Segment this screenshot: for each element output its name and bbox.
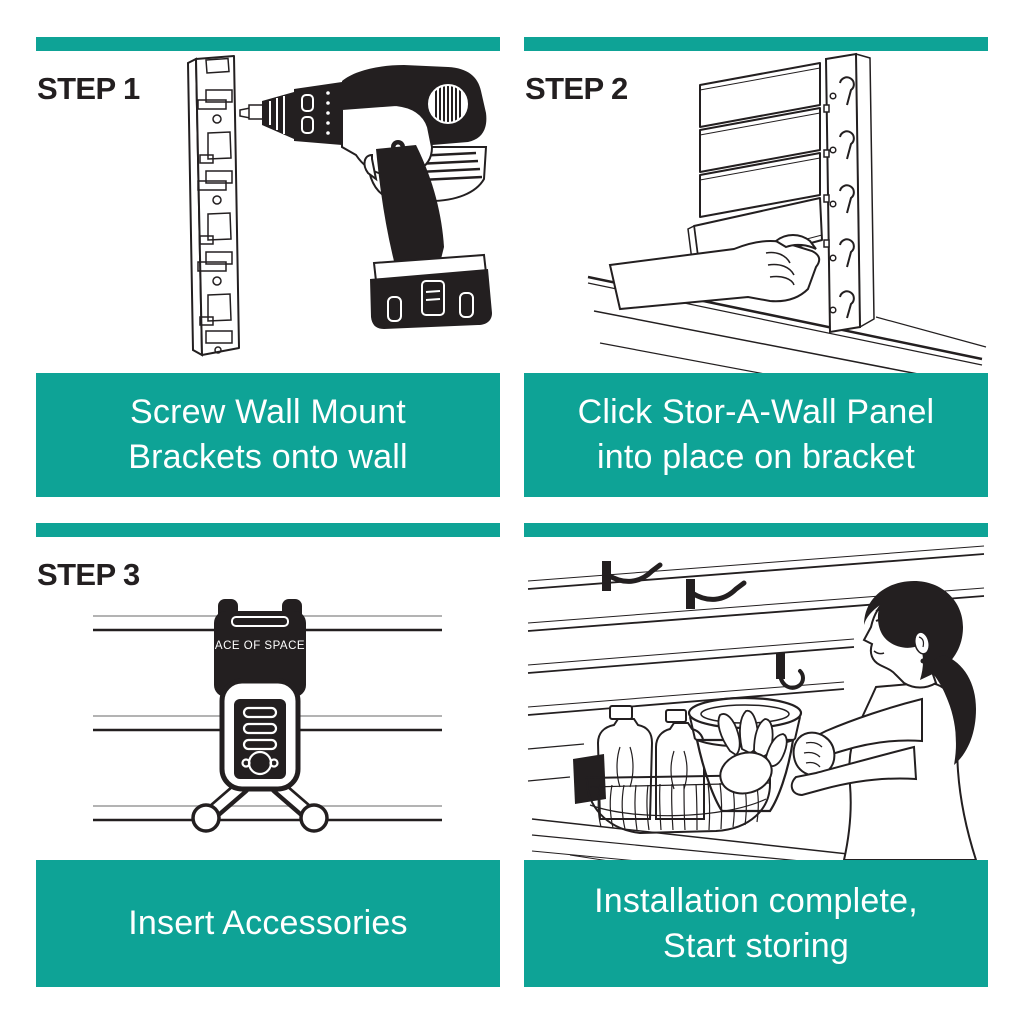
hook-ball-right <box>299 803 329 833</box>
cordless-drill <box>239 65 492 329</box>
mounted-bracket-strip <box>823 52 875 334</box>
accent-bar <box>524 37 988 51</box>
caption-line: into place on bracket <box>597 438 915 476</box>
step-2-label: STEP 2 <box>525 71 628 106</box>
bench-lines <box>531 818 910 860</box>
panel-final: Installation complete, Start storing <box>524 523 988 987</box>
drill-trigger <box>363 153 378 182</box>
hook-accessory-illustration: ACE OF SPACE <box>93 599 442 833</box>
drill-and-bracket-illustration <box>186 55 492 357</box>
caption-line: Screw Wall Mount <box>130 393 406 431</box>
caption-step-2: Click Stor-A-Wall Panel into place on br… <box>524 373 988 497</box>
accent-bar <box>524 523 988 537</box>
left-hand-on-pot <box>717 709 788 795</box>
step-1-label: STEP 1 <box>37 71 140 106</box>
woman <box>790 581 978 860</box>
woman-storing-illustration <box>527 545 985 860</box>
panel-step-1: STEP 1 <box>36 37 500 497</box>
caption-line: Insert Accessories <box>128 904 408 942</box>
step-3-label: STEP 3 <box>37 557 140 592</box>
caption-line: Click Stor-A-Wall Panel <box>577 393 935 431</box>
earring <box>920 658 926 664</box>
ear <box>914 631 930 655</box>
panel-step-2: STEP 2 <box>524 37 988 497</box>
caption-line: Brackets onto wall <box>128 438 408 476</box>
bottles <box>596 705 705 820</box>
ponytail <box>926 655 976 765</box>
accent-bar <box>36 523 500 537</box>
caption-step-1: Screw Wall Mount Brackets onto wall <box>36 373 500 497</box>
drill-handle <box>376 145 444 269</box>
wall-mount-bracket <box>186 55 240 357</box>
accessory-brand-label: ACE OF SPACE <box>215 640 305 652</box>
panel-step-3: STEP 3 ACE OF SPACE <box>36 523 500 987</box>
accent-bar <box>36 37 500 51</box>
hair <box>864 581 963 680</box>
panel-into-bracket-illustration <box>587 52 987 373</box>
lower-arm <box>790 745 918 797</box>
caption-final: Installation complete, Start storing <box>524 860 988 987</box>
installer-hand <box>608 234 821 311</box>
ace-of-space-hook: ACE OF SPACE <box>191 599 329 833</box>
caption-line: Installation complete, <box>594 881 918 920</box>
caption-line: Start storing <box>663 926 849 965</box>
slat-panels <box>687 62 823 278</box>
wall-hooks <box>602 561 805 690</box>
hook-ball-left <box>191 803 221 833</box>
caption-step-3: Insert Accessories <box>36 860 500 987</box>
